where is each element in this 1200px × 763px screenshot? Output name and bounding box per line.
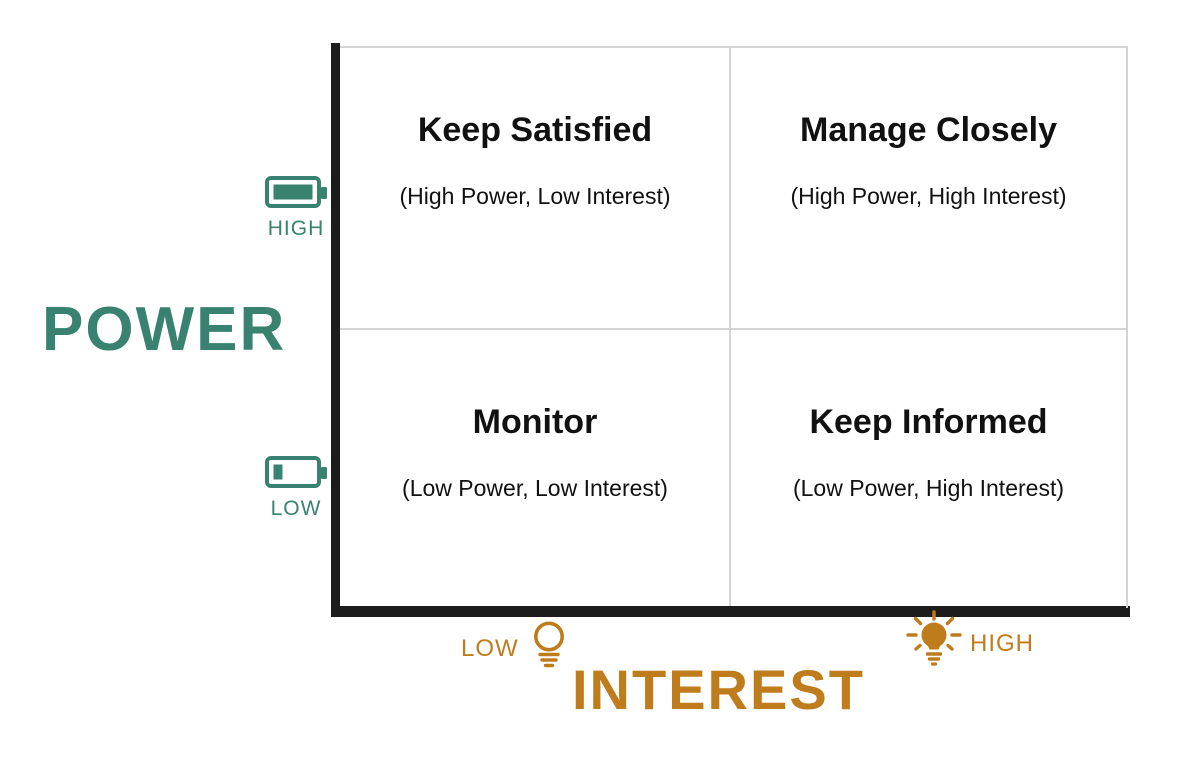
power-axis-label: POWER	[42, 295, 287, 364]
interest-low-label: LOW	[461, 634, 519, 662]
power-low-label: LOW	[270, 497, 322, 520]
interest-axis-line	[331, 606, 1130, 617]
quadrant-title: Keep Informed	[809, 403, 1048, 441]
quadrant-keep-informed: Keep Informed (Low Power, High Interest)	[731, 330, 1126, 606]
lightbulb-on-icon	[905, 610, 963, 673]
lightbulb-off-icon	[528, 620, 570, 675]
interest-low-tick: LOW	[461, 620, 570, 675]
interest-axis-label: INTEREST	[572, 658, 865, 721]
quadrant-subtitle: (High Power, High Interest)	[790, 183, 1067, 209]
power-axis-line	[331, 43, 340, 617]
quadrant-manage-closely: Manage Closely (High Power, High Interes…	[731, 48, 1126, 328]
grid-top-border	[340, 46, 1128, 48]
grid-horizontal-divider	[340, 328, 1126, 330]
power-high-label: HIGH	[267, 217, 325, 240]
quadrant-monitor: Monitor (Low Power, Low Interest)	[341, 330, 729, 606]
power-low-tick: LOW	[263, 456, 329, 519]
quadrant-keep-satisfied: Keep Satisfied (High Power, Low Interest…	[341, 48, 729, 328]
quadrant-title: Monitor	[472, 403, 598, 441]
quadrant-subtitle: (High Power, Low Interest)	[399, 183, 671, 209]
quadrant-subtitle: (Low Power, High Interest)	[792, 475, 1064, 501]
interest-high-tick: HIGH	[905, 610, 1034, 673]
quadrant-title: Keep Satisfied	[417, 111, 653, 149]
grid-right-border	[1126, 46, 1128, 608]
battery-full-icon	[265, 176, 327, 215]
battery-low-icon	[265, 456, 327, 495]
power-high-tick: HIGH	[263, 176, 329, 239]
quadrant-subtitle: (Low Power, Low Interest)	[402, 475, 668, 501]
interest-high-label: HIGH	[970, 629, 1034, 657]
grid-vertical-divider	[729, 48, 731, 606]
quadrant-title: Manage Closely	[800, 111, 1057, 149]
